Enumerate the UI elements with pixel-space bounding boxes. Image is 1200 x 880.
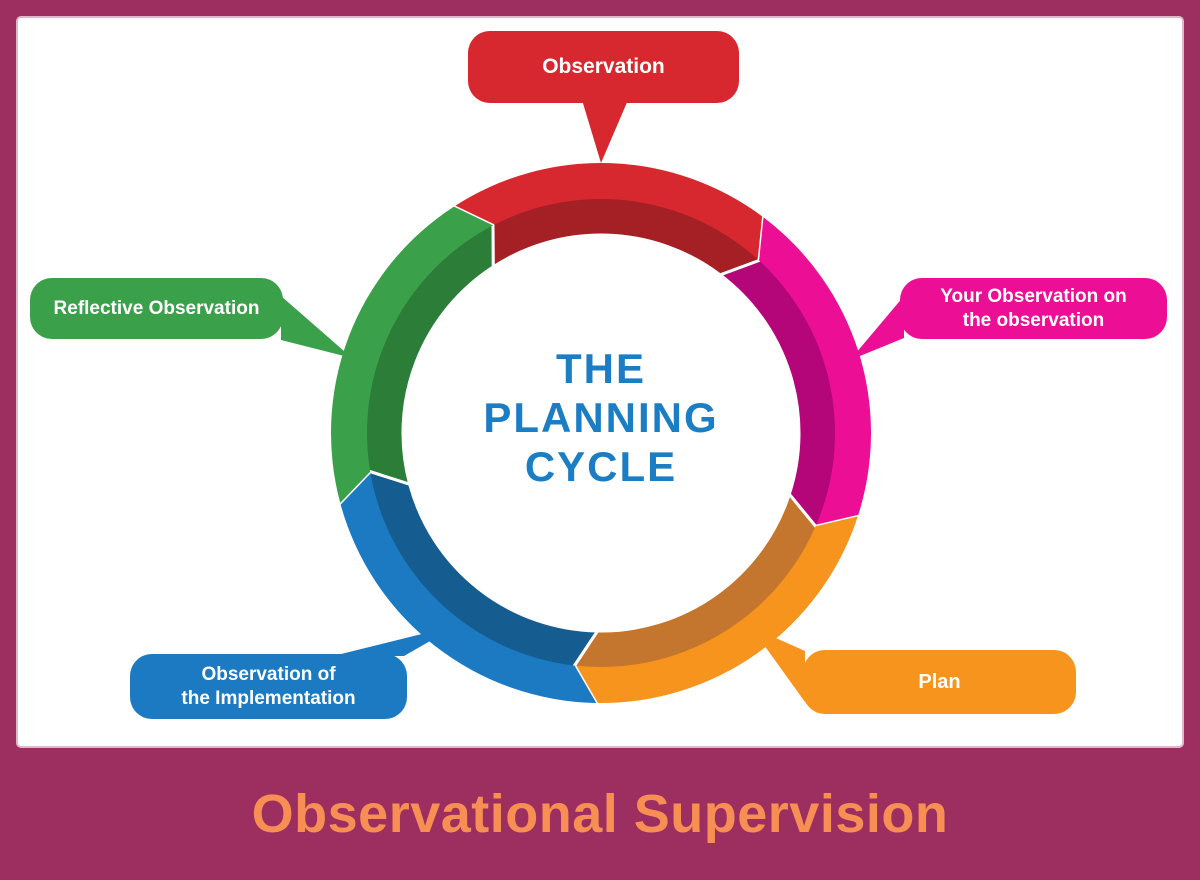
segment-reflective-observation-outer-arc xyxy=(330,206,493,503)
segment-plan-outer-arc xyxy=(574,516,858,704)
your-observation-label-line-2: the observation xyxy=(962,309,1105,331)
observation-implementation-label-bubble: Observation of the Implementation xyxy=(130,654,407,719)
observation-implementation-bubble-tail xyxy=(333,625,458,656)
observation-bubble-tail xyxy=(582,100,628,163)
observation-label-text: Observation xyxy=(542,55,665,79)
center-title-line-2: PLANNING xyxy=(483,394,719,442)
your-observation-label-bubble: Your Observation on the observation xyxy=(900,278,1167,339)
segment-observation-outer-arc xyxy=(453,163,764,261)
your-observation-label-line-1: Your Observation on xyxy=(940,286,1127,308)
reflective-observation-label-text: Reflective Observation xyxy=(53,297,260,319)
plan-label-text: Plan xyxy=(918,670,961,693)
footer-band: Observational Supervision xyxy=(0,748,1200,880)
observation-implementation-label-line-2: the Implementation xyxy=(181,687,356,709)
center-title-line-1: THE xyxy=(556,345,646,392)
plan-label-bubble: Plan xyxy=(803,650,1076,714)
segment-observation-implementation-outer-arc xyxy=(340,471,597,703)
observation-label-bubble: Observation xyxy=(468,31,739,103)
reflective-observation-label-bubble: Reflective Observation xyxy=(30,278,283,339)
segment-your-observation-outer-arc xyxy=(759,217,871,527)
reflective-observation-bubble-tail xyxy=(281,296,352,358)
your-observation-bubble-tail xyxy=(850,296,904,360)
center-title-line-3: CYCLE xyxy=(524,443,678,491)
ring-segments xyxy=(329,161,873,705)
observation-implementation-label-line-1: Observation of xyxy=(201,664,336,686)
plan-bubble-tail xyxy=(751,627,805,702)
ring-center-title: THE PLANNING CYCLE xyxy=(411,344,791,491)
footer-title: Observational Supervision xyxy=(251,784,949,844)
